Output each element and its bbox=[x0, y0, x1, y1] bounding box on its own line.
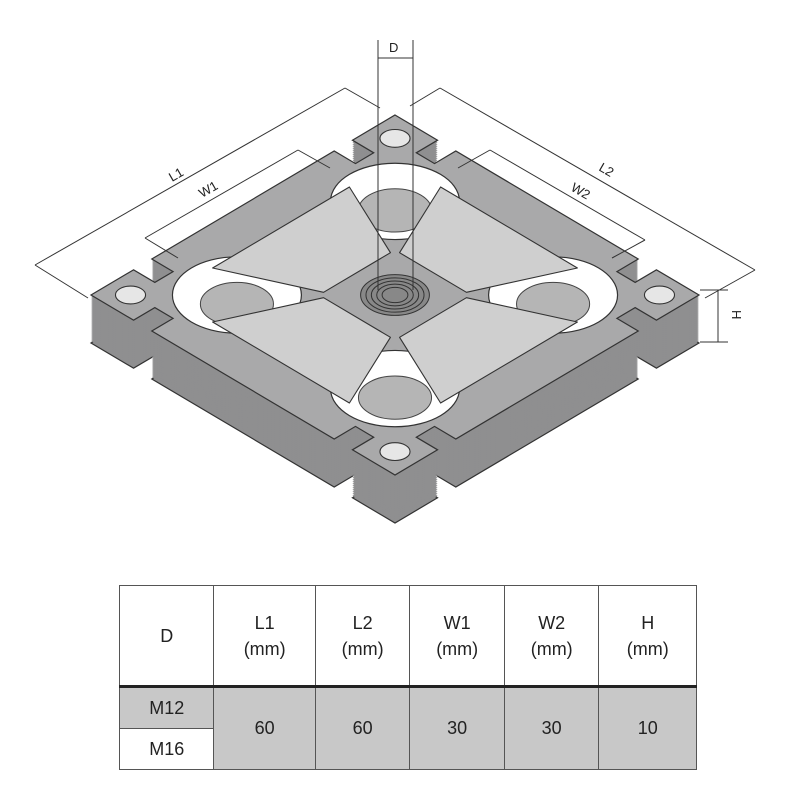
header-label: L1 bbox=[254, 612, 275, 633]
trapezoid-cutout bbox=[213, 277, 426, 403]
header-label: W2 bbox=[538, 612, 566, 633]
dimensions-table: D L1 (mm) L2 (mm) W1 (mm) W2 (mm) H (mm) M12 … bbox=[118, 585, 697, 770]
corner-slot bbox=[374, 439, 417, 464]
header-h: H (mm) bbox=[598, 585, 697, 687]
header-w1: W1 (mm) bbox=[409, 585, 505, 687]
through-hole bbox=[343, 367, 446, 428]
cell-l1: 60 bbox=[213, 685, 316, 770]
trapezoid-cutout bbox=[213, 187, 426, 313]
header-d: D bbox=[118, 585, 215, 687]
header-label: H bbox=[641, 612, 655, 633]
threaded-hole-ring bbox=[354, 271, 436, 320]
dim-label-h: H bbox=[729, 310, 744, 319]
cell-d-m16: M16 bbox=[118, 728, 215, 770]
table-row: M16 bbox=[118, 728, 697, 770]
dim-label-d: D bbox=[389, 40, 398, 55]
cell-w2: 30 bbox=[503, 685, 600, 770]
corner-slot bbox=[638, 282, 681, 307]
header-label: L2 bbox=[352, 612, 373, 633]
cell-d-m12: M12 bbox=[118, 685, 215, 729]
header-unit: (mm) bbox=[626, 638, 669, 659]
threaded-hole-ring bbox=[369, 280, 421, 311]
header-unit: (mm) bbox=[436, 638, 479, 659]
dim-label-w2: W2 bbox=[569, 180, 593, 203]
dimension-lines bbox=[34, 40, 756, 343]
cell-w1: 30 bbox=[409, 685, 505, 770]
cell-l2: 60 bbox=[314, 685, 411, 770]
dim-label-l2: L2 bbox=[597, 160, 617, 180]
plate-top-face bbox=[91, 115, 699, 475]
header-l1: L1 (mm) bbox=[213, 585, 316, 687]
threaded-hole-ring bbox=[377, 284, 413, 306]
header-unit: (mm) bbox=[243, 638, 286, 659]
cell-h: 10 bbox=[598, 685, 697, 770]
corner-slot bbox=[109, 282, 152, 307]
header-unit: (mm) bbox=[341, 638, 384, 659]
header-w2: W2 (mm) bbox=[503, 585, 600, 687]
header-unit: (mm) bbox=[530, 638, 573, 659]
header-l2: L2 (mm) bbox=[314, 585, 411, 687]
header-label: W1 bbox=[443, 612, 471, 633]
isometric-plate-drawing: D L1 W1 L2 W2 H bbox=[0, 40, 800, 570]
corner-slot bbox=[374, 126, 417, 151]
trapezoid-cutout bbox=[365, 187, 578, 313]
table-header-row: D L1 (mm) L2 (mm) W1 (mm) W2 (mm) H (mm) bbox=[118, 585, 697, 687]
trapezoid-cutout bbox=[365, 277, 578, 403]
header-label: D bbox=[160, 625, 174, 646]
dim-label-l1: L1 bbox=[166, 164, 186, 184]
table-row: M12 60 60 30 30 10 bbox=[118, 685, 697, 770]
